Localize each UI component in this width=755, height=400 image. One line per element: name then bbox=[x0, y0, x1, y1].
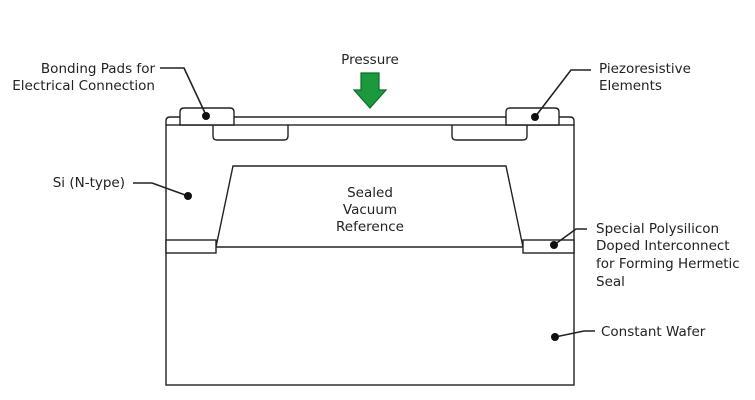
polysilicon-label-line2: Doped Interconnect bbox=[596, 238, 730, 254]
leader-line-piezoresistive bbox=[534, 69, 591, 118]
diaphragm-top-layer bbox=[165, 116, 575, 125]
leader-dot-polysilicon bbox=[550, 241, 558, 249]
bonding-pads-label-line1: Bonding Pads for bbox=[41, 61, 156, 77]
pressure-label: Pressure bbox=[341, 52, 399, 68]
sensor-die-body bbox=[165, 124, 575, 386]
leader-dot-constant-wafer bbox=[551, 333, 559, 341]
polysilicon-label-line4: Seal bbox=[596, 274, 625, 290]
leader-line-si-ntype bbox=[133, 182, 189, 197]
constant-wafer-label: Constant Wafer bbox=[601, 324, 706, 340]
leader-line-constant-wafer bbox=[554, 330, 595, 338]
cavity-label-line2: Vacuum bbox=[343, 202, 397, 218]
vacuum-cavity bbox=[215, 165, 524, 248]
piezoresistive-label-line1: Piezoresistive bbox=[599, 61, 691, 77]
leader-line-bonding-pads bbox=[160, 67, 207, 116]
piezo-recess-right bbox=[451, 125, 528, 141]
piezo-recess-left bbox=[212, 125, 289, 141]
down-arrow-icon bbox=[352, 72, 388, 109]
polysilicon-label-line3: for Forming Hermetic bbox=[596, 256, 740, 272]
leader-dot-si-ntype bbox=[184, 192, 192, 200]
cavity-label-line3: Reference bbox=[336, 219, 404, 235]
piezoresistive-label-line2: Elements bbox=[599, 78, 662, 94]
polysilicon-seal-right bbox=[522, 239, 575, 254]
polysilicon-label-line1: Special Polysilicon bbox=[596, 221, 719, 237]
bonding-pads-label-line2: Electrical Connection bbox=[12, 78, 155, 94]
polysilicon-seal-left bbox=[165, 239, 217, 254]
leader-dot-piezoresistive bbox=[531, 113, 539, 121]
leader-dot-bonding-pads bbox=[202, 112, 210, 120]
si-ntype-label: Si (N-type) bbox=[53, 175, 125, 191]
cavity-label-line1: Sealed bbox=[347, 185, 393, 201]
leader-line-polysilicon bbox=[553, 228, 587, 246]
